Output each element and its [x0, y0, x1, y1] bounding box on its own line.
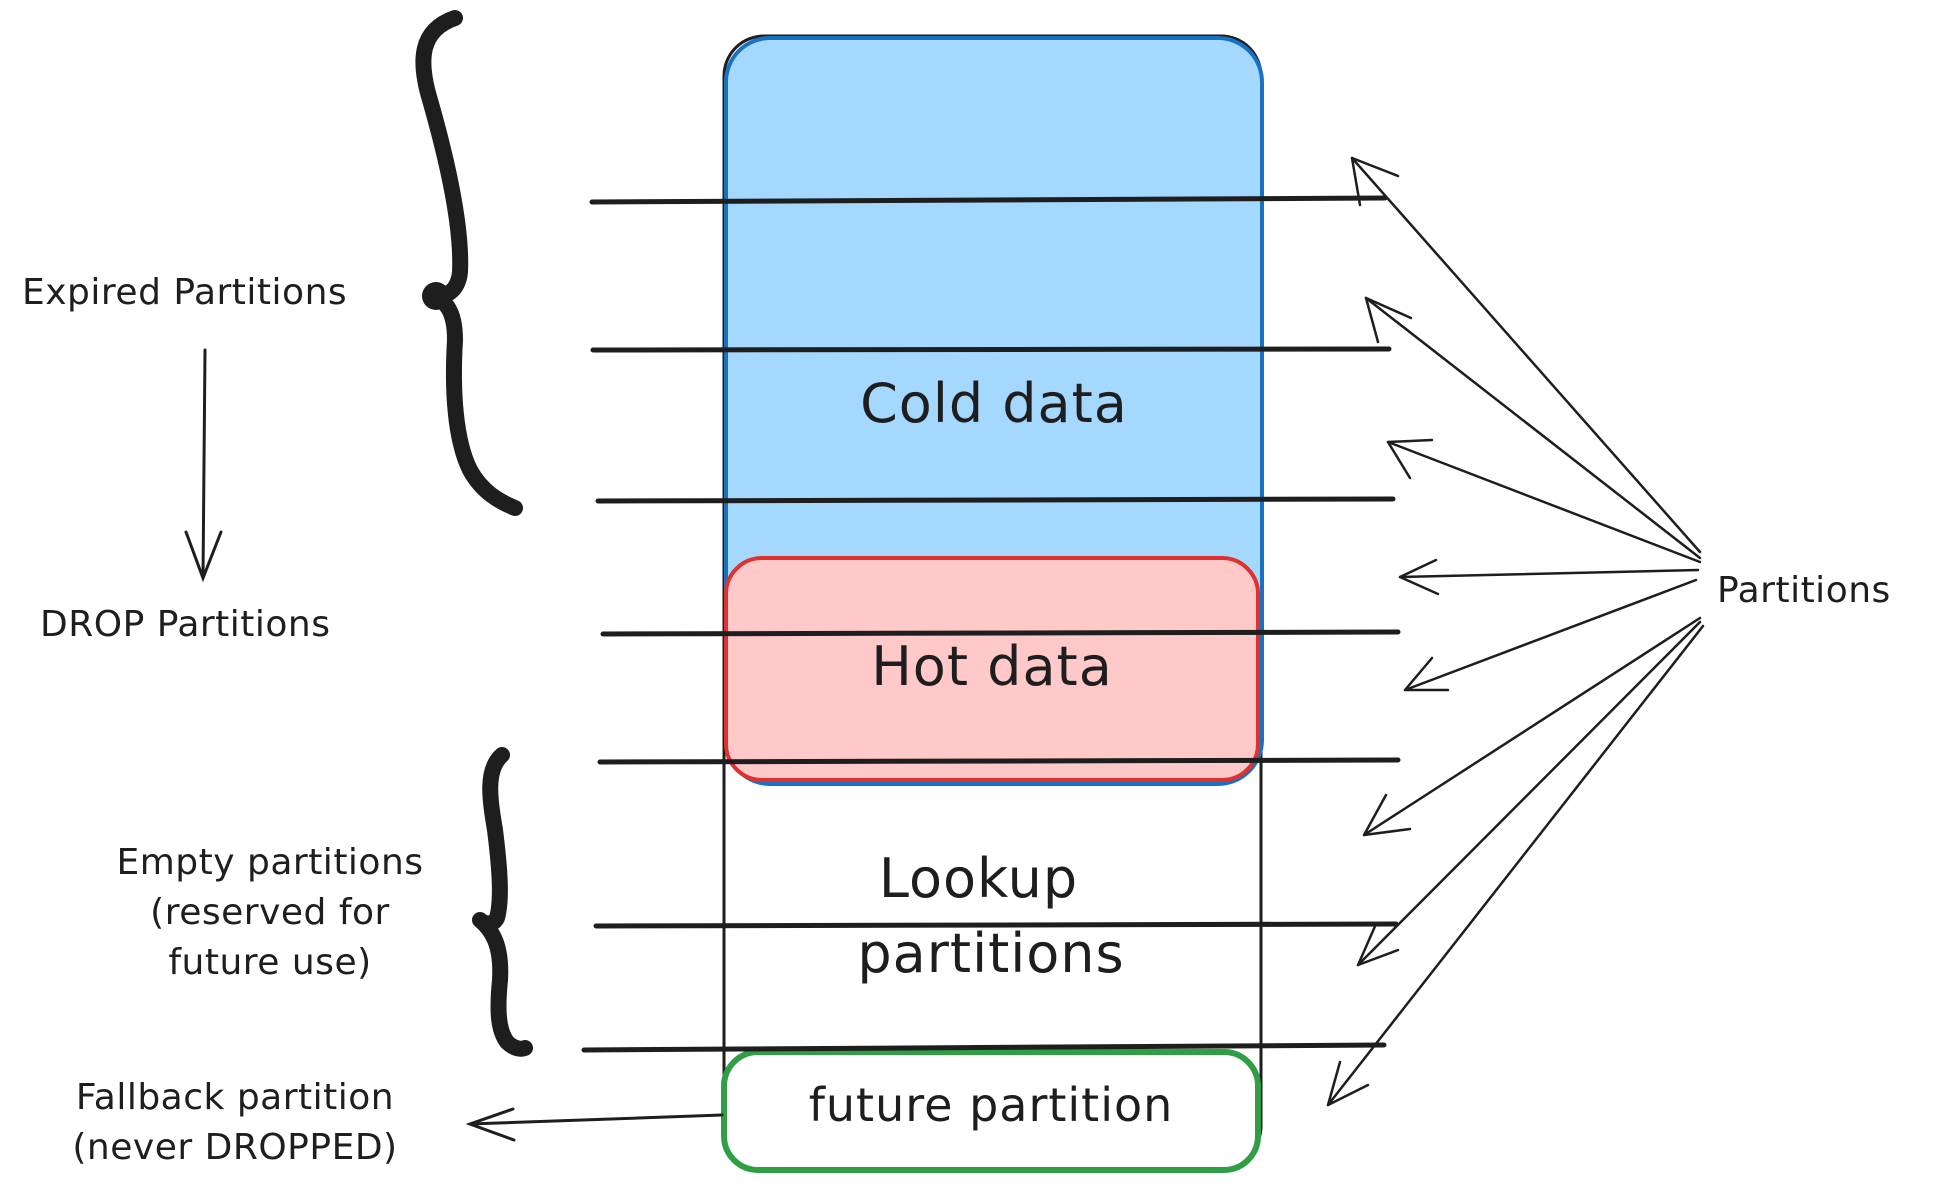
partition-boundaries: [581, 195, 1401, 1053]
pointer-arrow: [1398, 558, 1700, 596]
pointer-arrow: [1326, 624, 1705, 1107]
lookup-label-line1: Lookup: [878, 847, 1079, 910]
partitions-pointer-arrows: [1326, 156, 1705, 1107]
fallback-partition-label-line1: Fallback partition: [75, 1077, 395, 1118]
drop-arrow: [184, 348, 223, 583]
expired-brace-knot: [422, 282, 450, 310]
partition-boundary-line: [589, 195, 1388, 205]
pointer-arrow: [1386, 438, 1702, 564]
partition-boundary-line: [593, 921, 1399, 929]
pointer-arrow: [1364, 296, 1702, 560]
cold-data-label: Cold data: [860, 372, 1128, 435]
hot-data-region: [724, 556, 1260, 782]
empty-partitions-label-line1: Empty partitions: [116, 842, 424, 883]
fallback-arrow: [465, 1107, 724, 1142]
pointer-arrow: [1403, 578, 1698, 692]
partition-boundary-line: [595, 496, 1396, 504]
pointer-arrow: [1350, 156, 1702, 554]
partition-boundary-line: [581, 1042, 1387, 1053]
future-partition-label: future partition: [808, 1078, 1174, 1132]
partitions-label: Partitions: [1717, 570, 1891, 611]
expired-brace: [415, 10, 523, 516]
fallback-partition-label-line2: (never DROPPED): [72, 1127, 398, 1168]
lookup-label-line2: partitions: [857, 922, 1125, 985]
hot-data-label: Hot data: [871, 635, 1113, 698]
pointer-arrow: [1356, 620, 1702, 967]
partition-boundary-line: [597, 757, 1401, 765]
expired-partitions-label: Expired Partitions: [22, 272, 348, 313]
pointer-arrow: [1362, 616, 1702, 837]
drop-partitions-label: DROP Partitions: [40, 604, 331, 645]
empty-partitions-label-line2: (reserved for: [150, 892, 390, 933]
empty-brace: [472, 747, 533, 1057]
partition-boundary-line: [600, 629, 1401, 637]
empty-partitions-label-line3: future use): [168, 942, 372, 983]
future-partition-region: [721, 1049, 1261, 1173]
partition-boundary-line: [590, 346, 1392, 353]
